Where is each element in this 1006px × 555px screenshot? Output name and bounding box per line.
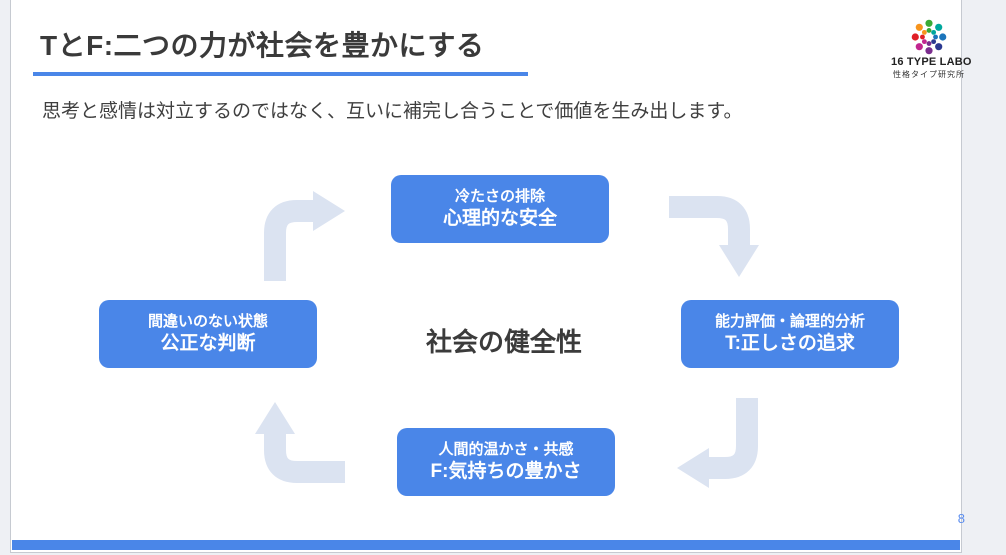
cycle-arrow-left-icon: [661, 386, 771, 496]
logo-subname: 性格タイプ研究所: [893, 70, 965, 79]
node-bottom-line1: 人間的温かさ・共感: [438, 440, 574, 458]
page-number: 8: [957, 511, 965, 526]
node-left-line1: 間違いのない状態: [147, 312, 268, 330]
logo-ring: [911, 19, 947, 55]
node-right-box: 能力評価・論理的分析 T:正しさの追求: [681, 300, 899, 368]
node-bottom-box: 人間的温かさ・共感 F:気持ちの豊かさ: [397, 428, 615, 496]
cycle-arrow-right-icon: [251, 183, 361, 293]
slide-subtitle: 思考と感情は対立するのではなく、互いに補完し合うことで価値を生み出します。: [42, 101, 743, 122]
node-top-box: 冷たさの排除 心理的な安全: [391, 175, 609, 243]
node-right-line1: 能力評価・論理的分析: [714, 312, 865, 330]
cycle-arrow-up-icon: [247, 386, 357, 496]
node-left-line2: 公正な判断: [160, 332, 256, 354]
node-bottom-line2: F:気持ちの豊かさ: [430, 460, 582, 482]
diagram-center-label: 社会の健全性: [425, 327, 582, 357]
slide: TとF:二つの力が社会を豊かにする 思考と感情は対立するのではなく、互いに補完し…: [10, 0, 971, 553]
cycle-arrow-down-icon: [657, 183, 767, 293]
node-right-line2: T:正しさの追求: [725, 332, 855, 354]
footer-accent-bar: [12, 540, 960, 550]
node-left-box: 間違いのない状態 公正な判断: [99, 300, 317, 368]
logo-name: 16 TYPE LABO: [891, 56, 972, 68]
16type-people-ring-icon: [911, 19, 947, 55]
slide-title: TとF:二つの力が社会を豊かにする: [40, 30, 485, 61]
company-logo: 16 TYPE LABO 性格タイプ研究所: [891, 18, 972, 80]
node-top-line2: 心理的な安全: [442, 207, 557, 229]
node-top-line1: 冷たさの排除: [454, 187, 545, 205]
title-underline: [33, 72, 528, 76]
